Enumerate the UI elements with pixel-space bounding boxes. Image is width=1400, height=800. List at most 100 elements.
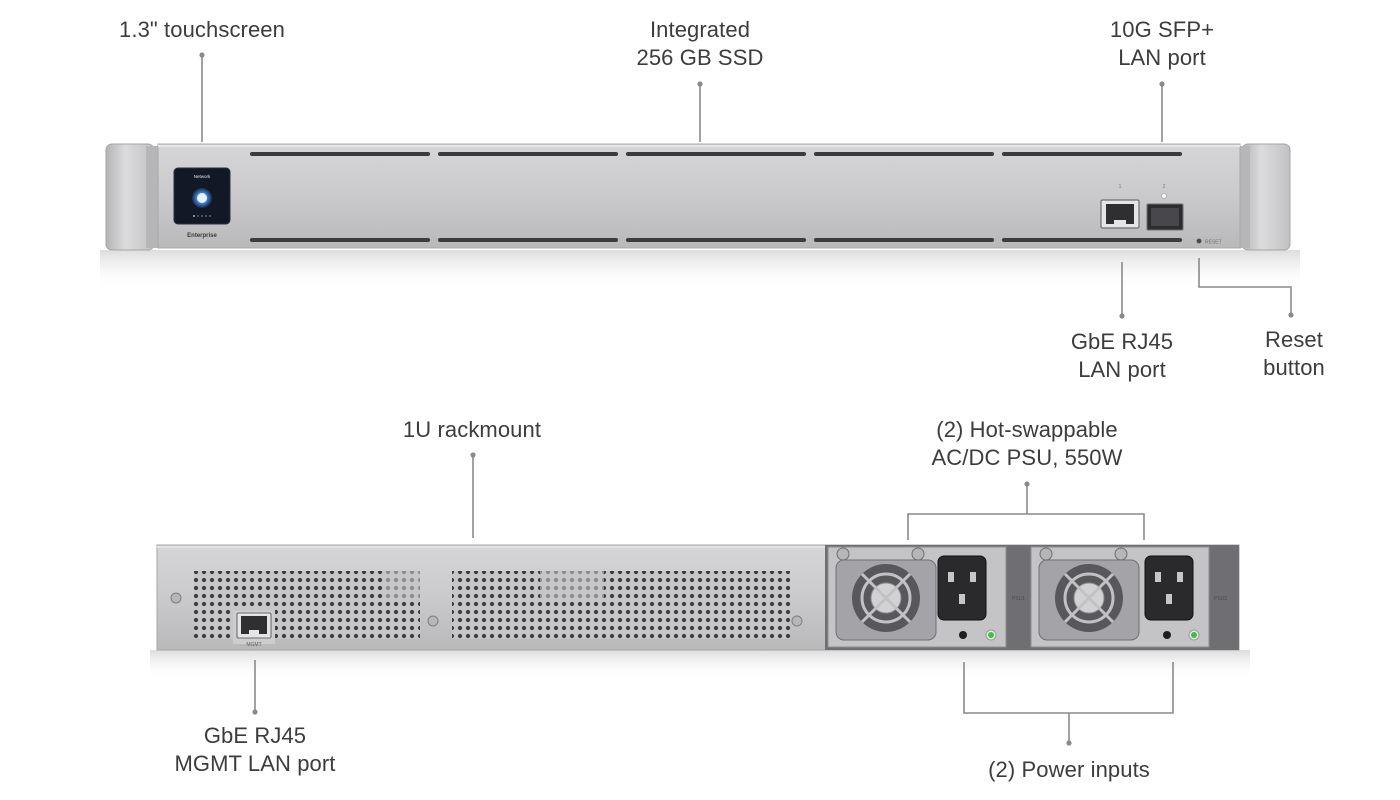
vent-slot bbox=[438, 152, 618, 156]
callout-line: Reset bbox=[1265, 327, 1323, 352]
psu-1-status-led-light bbox=[988, 632, 994, 638]
psu-1-power-inlet-icon bbox=[937, 555, 987, 621]
psu-2-thumbscrew-icon bbox=[1114, 547, 1128, 561]
vent-slot bbox=[814, 152, 994, 156]
port1-number: 1 bbox=[1119, 184, 1122, 190]
callout-line: AC/DC PSU, 550W bbox=[931, 445, 1123, 470]
leader-dot bbox=[252, 709, 258, 715]
front-bottom-vents bbox=[250, 238, 1182, 242]
brand-text: Enterprise bbox=[187, 233, 217, 239]
vent-slot bbox=[250, 152, 430, 156]
sfp-plus-port-cage bbox=[1151, 208, 1179, 226]
mgmt-port-socket bbox=[241, 616, 267, 634]
vent-slot bbox=[814, 238, 994, 242]
screen-status-center bbox=[197, 193, 207, 203]
psu-2: PSU2 bbox=[1030, 546, 1227, 648]
callout-line: 10G SFP+ bbox=[1109, 17, 1215, 42]
reset-button[interactable] bbox=[1196, 238, 1202, 244]
callout-line: LAN port bbox=[1118, 45, 1206, 70]
callout-line: MGMT LAN port bbox=[174, 751, 336, 776]
page-dot bbox=[201, 215, 203, 217]
callout-psu: (2) Hot-swappable AC/DC PSU, 550W bbox=[912, 416, 1142, 472]
page-dot bbox=[205, 215, 207, 217]
psu-2-inlet-pin bbox=[1166, 594, 1172, 604]
callout-reset: Reset button bbox=[1234, 326, 1354, 382]
mgmt-port-latch bbox=[249, 630, 259, 634]
vent-slot bbox=[1002, 152, 1182, 156]
psu-1-thumbscrew-icon bbox=[911, 547, 925, 561]
vent-slot bbox=[626, 238, 806, 242]
callout-line: LAN port bbox=[1078, 357, 1166, 382]
callout-touchscreen: 1.3" touchscreen bbox=[102, 16, 302, 44]
rear-vent-middle bbox=[452, 571, 790, 639]
front-unit: Network Enterprise 1 2 RESET bbox=[100, 143, 1300, 290]
psu-2-inlet-pin bbox=[1155, 572, 1161, 582]
callout-line: button bbox=[1263, 355, 1325, 380]
psu-2-power-inlet-icon bbox=[1144, 555, 1194, 621]
vent-slot bbox=[438, 238, 618, 242]
rear-screws bbox=[170, 592, 803, 627]
leader-dot bbox=[1119, 313, 1125, 319]
mgmt-text: MGMT bbox=[246, 642, 261, 648]
sfp-status-led bbox=[1161, 193, 1167, 199]
leader-lines bbox=[199, 52, 1294, 746]
rear-vent-left bbox=[194, 571, 420, 639]
psu-1: PSU1 bbox=[827, 546, 1025, 648]
psu-2-inlet-pin bbox=[1177, 572, 1183, 582]
psu-2-thumbscrew-icon bbox=[1039, 547, 1053, 561]
screen-page-dots bbox=[193, 215, 211, 217]
screw-icon bbox=[427, 615, 439, 627]
callout-line: Integrated bbox=[649, 17, 751, 42]
front-chassis bbox=[157, 143, 1241, 249]
psu-2-status-led-light bbox=[1191, 632, 1197, 638]
callout-rj45-lan: GbE RJ45 LAN port bbox=[1022, 328, 1222, 384]
front-left-ear-bracket bbox=[146, 146, 160, 248]
rj45-lan-port-socket bbox=[1106, 204, 1134, 224]
callout-line: 256 GB SSD bbox=[636, 45, 764, 70]
front-floor-reflection bbox=[100, 250, 1300, 290]
page-dot bbox=[193, 215, 195, 217]
callout-line: GbE RJ45 bbox=[1070, 329, 1174, 354]
screw-icon bbox=[170, 592, 182, 604]
callout-line: GbE RJ45 bbox=[203, 723, 307, 748]
psu-1-thumbscrew-icon bbox=[836, 547, 850, 561]
psu-2-latch-hole bbox=[1163, 631, 1171, 639]
reset-text: RESET bbox=[1205, 240, 1222, 246]
front-top-vents bbox=[250, 152, 1182, 156]
callout-line: (2) Hot-swappable bbox=[936, 417, 1118, 442]
screw-icon bbox=[791, 615, 803, 627]
psu1-text: PSU1 bbox=[1012, 596, 1025, 602]
rear-vent-middle-highlight bbox=[540, 571, 604, 599]
vent-slot bbox=[250, 238, 430, 242]
psu-1-latch-hole bbox=[959, 631, 967, 639]
callout-rackmount: 1U rackmount bbox=[372, 416, 572, 444]
callout-ssd: Integrated 256 GB SSD bbox=[600, 16, 800, 72]
leader-psu-bracket bbox=[907, 513, 1145, 540]
screen-title: Network bbox=[194, 174, 211, 179]
port2-number: 2 bbox=[1163, 184, 1166, 190]
rear-floor-reflection bbox=[150, 650, 1250, 680]
page-dot bbox=[197, 215, 199, 217]
psu-2-fan-strut bbox=[1063, 572, 1115, 624]
vent-slot bbox=[626, 152, 806, 156]
psu2-text: PSU2 bbox=[1214, 596, 1227, 602]
psu-1-fan-guard bbox=[860, 572, 912, 624]
leader-dot bbox=[1288, 312, 1294, 318]
callout-line: 1U rackmount bbox=[402, 417, 542, 442]
leader-reset bbox=[1198, 258, 1292, 315]
rear-unit: MGMT PSU1 bbox=[150, 544, 1250, 680]
psu-2-fan-guard bbox=[1063, 572, 1115, 624]
callout-line: (2) Power inputs bbox=[988, 757, 1150, 782]
rj45-lan-port-latch bbox=[1114, 220, 1126, 224]
vent-slot bbox=[1002, 238, 1182, 242]
callout-sfp: 10G SFP+ LAN port bbox=[1062, 16, 1262, 72]
callout-power-inputs: (2) Power inputs bbox=[954, 756, 1184, 784]
callout-line: 1.3" touchscreen bbox=[119, 17, 285, 42]
leader-dot bbox=[1066, 740, 1072, 746]
psu-1-inlet-pin bbox=[959, 594, 965, 604]
psu-1-fan-strut bbox=[860, 572, 912, 624]
psu-1-inlet-pin bbox=[970, 572, 976, 582]
callout-mgmt: GbE RJ45 MGMT LAN port bbox=[140, 722, 370, 778]
